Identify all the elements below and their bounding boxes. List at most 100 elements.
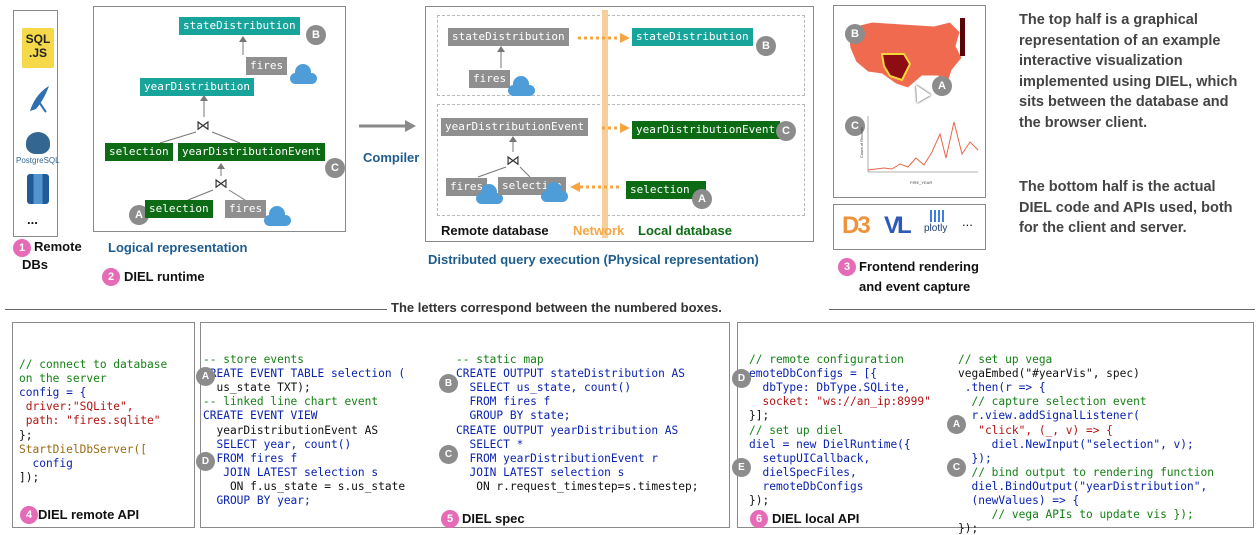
node-selection-local: selection [626,181,706,199]
year-line-chart-svg [867,116,979,173]
node-fires-top-remote: fires [469,70,511,88]
diel-runtime-label: DIEL runtime [124,269,205,284]
separator-line-left [5,309,387,310]
remote-dbs-label-line1: Remote [34,239,82,254]
chart-x-label: FIRE_YEAR [910,180,933,185]
code-line: // set up diel [749,423,844,437]
badge-1: 1 [13,239,31,257]
letter-a-spec: A [196,367,215,386]
arrow-head [620,123,630,133]
code-line: .then(r => { [958,381,1046,395]
sqljs-logo: SQL .JS [22,28,54,68]
code-line: diel.BindOutput("yearDistribution", [958,479,1208,493]
edge-join2-fires [228,189,246,201]
dashed-box-top [437,15,805,96]
texas-highlight [880,53,912,82]
code-line: SELECT us_state, count() [456,381,632,395]
more-libs-ellipsis: ... [962,214,973,229]
badge-6: 6 [750,510,768,528]
node-state-distribution: stateDistribution [179,17,300,35]
code-line: remoteDbConfigs [749,479,864,493]
compiler-label: Compiler [363,150,420,165]
node-yde-local: yearDistributionEvent [632,121,780,139]
postgres-elephant-icon [26,132,50,154]
letter-a-runtime: A [129,205,149,225]
network-band [602,10,608,238]
badge-3: 3 [838,258,856,276]
cloud-icon [264,206,292,228]
node-yde-remote: yearDistributionEvent [441,118,589,136]
code-line: CREATE EVENT TABLE selection ( [203,367,406,381]
letter-b-spec: B [439,374,458,393]
description-paragraph-2: The bottom half is the actual DIEL code … [1019,179,1233,236]
code-line: // remote configuration [749,353,904,367]
letter-c-spec: C [439,445,458,464]
cloud-icon [476,184,504,206]
remote-database-label: Remote database [441,223,549,238]
frontend-label-line1: Frontend rendering [859,259,979,274]
code-line: // set up vega [958,353,1053,367]
code-line: }); [749,494,770,508]
code-line: diel = new DielRuntime({ [749,437,911,451]
code-line: -- store events [203,353,305,367]
join-icon: ⋈ [196,117,210,133]
arrow-head [509,136,517,142]
node-state-distribution-local: stateDistribution [632,28,753,46]
code-line: FROM fires f [456,395,551,409]
cloud-icon [541,182,569,204]
code-line: JOIN LATEST selection s [456,465,625,479]
letter-a-local: A [947,415,966,434]
edge-join-sel-remote [519,166,531,178]
node-fires-top: fires [246,57,288,75]
code-line: // connect to database [19,358,168,372]
code-line: StartDielDbServer([ [19,442,147,456]
code-line: GROUP BY state; [456,409,571,423]
plotly-label: plotly [924,223,948,234]
code-line: on the server [19,372,107,386]
letter-d-local: D [732,369,751,388]
code-line: }); [958,522,979,535]
code-line: yearDistributionEvent AS [203,423,379,437]
node-fires-bottom: fires [225,200,267,218]
redshift-cylinder-icon [27,174,49,204]
code-line: }; [19,428,33,442]
diel-spec-label: DIEL spec [462,511,525,526]
join-icon-remote: ⋈ [506,152,520,168]
letter-c-local: C [947,458,966,477]
cloud-icon [508,76,536,98]
remote-api-panel [12,322,195,528]
chart-y-label: Count of Records [859,126,865,159]
sqljs-logo-bottom: .JS [28,46,47,60]
code-line: socket: "ws://an_ip:8999" [749,395,931,409]
letter-c-frontend: C [845,116,865,136]
code-line: us_state TXT); [203,381,311,395]
edge-join-fires-remote [477,166,507,178]
code-line: SELECT year, count() [203,437,352,451]
arrow-head [200,95,208,101]
diel-runtime-panel [93,6,346,232]
arrow-head [239,36,247,42]
postgres-label: PostgreSQL [16,156,60,165]
code-line: dielSpecFiles, [749,465,857,479]
distributed-label: Distributed query execution (Physical re… [428,252,759,267]
remote-dbs-label-line2: DBs [22,257,49,272]
feather-shape [30,86,49,111]
node-fires-bottom-remote: fires [446,178,488,196]
chart-line [867,121,979,171]
badge-5: 5 [441,510,459,528]
separator-text: The letters correspond between the numbe… [391,300,722,315]
node-selection-left: selection [105,143,173,161]
logical-representation-label: Logical representation [108,240,248,255]
code-line: // vega APIs to update vis }); [958,508,1194,522]
letter-e-local: E [732,458,751,477]
code-line: JOIN LATEST selection s [203,465,379,479]
arrow-head [217,163,225,169]
description-paragraph-1: The top half is a graphical representati… [1019,12,1238,131]
network-label: Network [573,223,625,238]
code-line: "click", (_, v) => { [958,423,1113,437]
code-line: SELECT * [456,437,524,451]
